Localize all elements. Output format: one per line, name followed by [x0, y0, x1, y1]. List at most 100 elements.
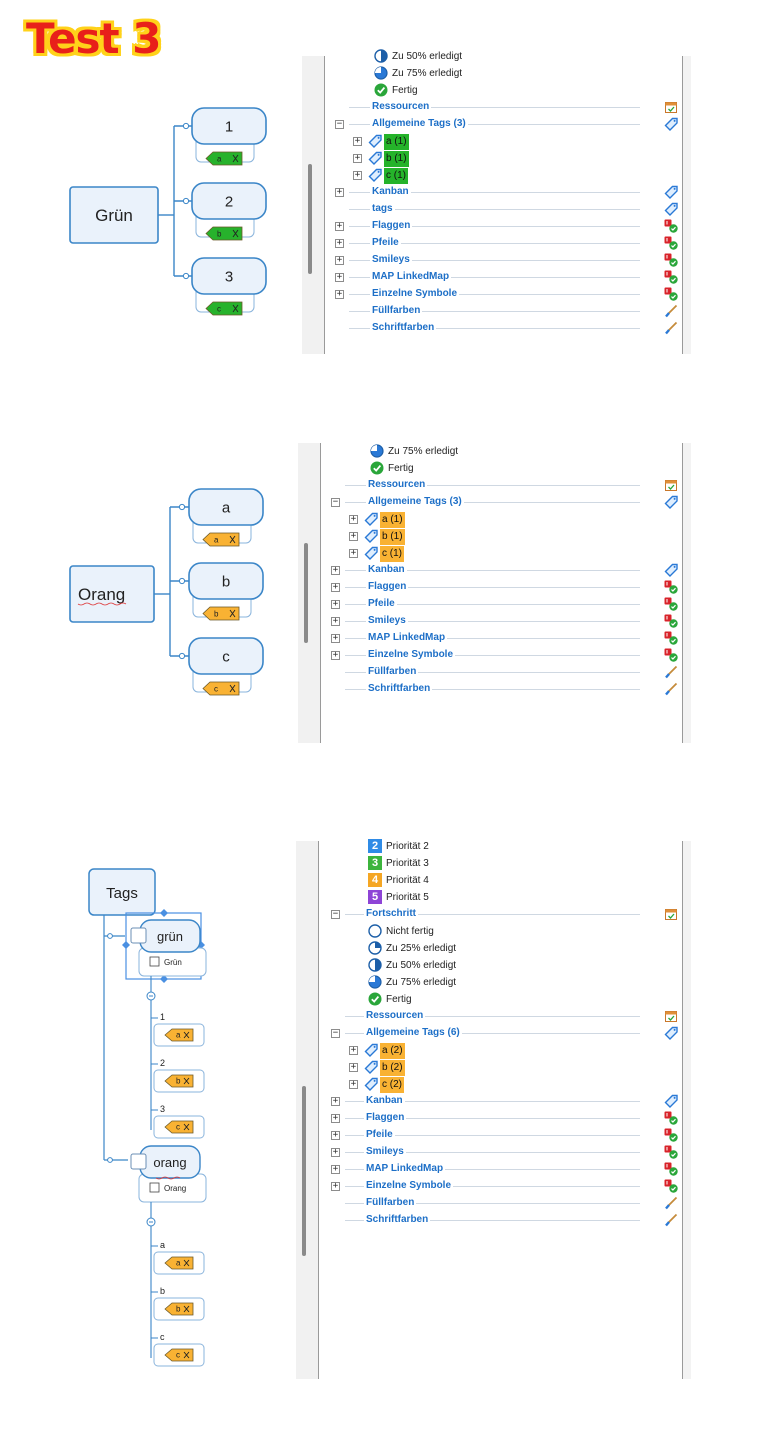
remove-tag-icon[interactable]	[229, 609, 236, 618]
expand-icon[interactable]: +	[331, 1164, 340, 1174]
resize-handle[interactable]	[122, 941, 130, 949]
child-node[interactable]: 2	[191, 182, 267, 220]
expand-icon[interactable]: +	[331, 1147, 340, 1157]
remove-tag-icon[interactable]	[229, 684, 236, 693]
expand-icon[interactable]: +	[331, 599, 340, 609]
symbol-item[interactable]: Zu 75% erledigt	[296, 974, 680, 991]
category-row[interactable]: +Kanban	[302, 184, 680, 201]
symbol-item[interactable]: Zu 25% erledigt	[296, 940, 680, 957]
category-row[interactable]: +Pfeile	[302, 235, 680, 252]
tag-chip[interactable]: b	[164, 1302, 194, 1316]
collapse-icon[interactable]: −	[331, 497, 340, 507]
category-row[interactable]: −Fortschritt	[296, 906, 680, 923]
symbol-item[interactable]: Fertig	[298, 460, 680, 477]
symbol-item[interactable]: Zu 50% erledigt	[302, 48, 680, 65]
remove-tag-icon[interactable]	[183, 1259, 190, 1267]
expand-icon[interactable]: +	[349, 548, 358, 558]
expand-icon[interactable]: +	[349, 1079, 358, 1089]
category-row[interactable]: +Einzelne Symbole	[298, 647, 680, 664]
collapse-icon[interactable]: −	[331, 1028, 340, 1038]
symbol-item[interactable]: Zu 75% erledigt	[302, 65, 680, 82]
tag-chip[interactable]: c	[205, 301, 243, 316]
symbol-item[interactable]: Nicht fertig	[296, 923, 680, 940]
remove-tag-icon[interactable]	[232, 304, 239, 313]
category-row[interactable]: +Smileys	[302, 252, 680, 269]
category-row[interactable]: +Einzelne Symbole	[296, 1178, 680, 1195]
expand-icon[interactable]: +	[331, 616, 340, 626]
child-node[interactable]: 1	[191, 107, 267, 145]
tag-chip[interactable]: a	[164, 1256, 194, 1270]
expand-icon[interactable]: +	[335, 221, 344, 231]
remove-tag-icon[interactable]	[183, 1077, 190, 1085]
tag-item[interactable]: +c (2)	[296, 1076, 680, 1093]
panel-scrollbar[interactable]	[302, 56, 325, 354]
collapse-handle[interactable]	[182, 197, 190, 205]
remove-tag-icon[interactable]	[183, 1031, 190, 1039]
tag-chip[interactable]: a	[205, 151, 243, 166]
root-node[interactable]: Tags	[88, 868, 156, 916]
collapse-icon[interactable]: −	[331, 909, 340, 919]
collapse-handle[interactable]	[178, 652, 186, 660]
collapse-handle[interactable]	[182, 122, 190, 130]
category-row[interactable]: Füllfarben	[302, 303, 680, 320]
expand-icon[interactable]: +	[331, 565, 340, 575]
category-row[interactable]: Ressourcen	[302, 99, 680, 116]
symbol-item[interactable]: Zu 50% erledigt	[296, 957, 680, 974]
tag-item[interactable]: +b (1)	[298, 528, 680, 545]
category-row[interactable]: +MAP LinkedMap	[296, 1161, 680, 1178]
expand-icon[interactable]: +	[331, 1181, 340, 1191]
expand-icon[interactable]: +	[353, 153, 362, 163]
remove-tag-icon[interactable]	[229, 535, 236, 544]
root-node[interactable]: Grün	[69, 186, 159, 244]
collapse-handle[interactable]	[178, 577, 186, 585]
expand-icon[interactable]: +	[331, 1113, 340, 1123]
category-row[interactable]: Ressourcen	[298, 477, 680, 494]
symbol-item[interactable]: Zu 75% erledigt	[298, 443, 680, 460]
remove-tag-icon[interactable]	[183, 1351, 190, 1359]
expand-icon[interactable]: +	[331, 633, 340, 643]
category-row[interactable]: −Allgemeine Tags (6)	[296, 1025, 680, 1042]
expand-icon[interactable]: +	[353, 136, 362, 146]
expand-icon[interactable]: +	[331, 1130, 340, 1140]
category-row[interactable]: +MAP LinkedMap	[298, 630, 680, 647]
tag-chip[interactable]: b	[205, 226, 243, 241]
category-row[interactable]: Ressourcen	[296, 1008, 680, 1025]
expand-icon[interactable]: +	[331, 1096, 340, 1106]
child-node[interactable]: c	[188, 637, 264, 675]
expand-icon[interactable]: +	[331, 650, 340, 660]
collapse-handle[interactable]	[178, 503, 186, 511]
category-row[interactable]: +Kanban	[298, 562, 680, 579]
remove-tag-icon[interactable]	[183, 1305, 190, 1313]
symbol-item[interactable]: Fertig	[296, 991, 680, 1008]
tag-item[interactable]: +c (1)	[298, 545, 680, 562]
category-row[interactable]: +Pfeile	[298, 596, 680, 613]
tag-chip[interactable]: c	[164, 1348, 194, 1362]
expand-icon[interactable]: +	[335, 272, 344, 282]
category-row[interactable]: Füllfarben	[298, 664, 680, 681]
tag-chip[interactable]: b	[202, 606, 240, 621]
scrollbar-thumb[interactable]	[308, 164, 312, 274]
tag-chip[interactable]: a	[164, 1028, 194, 1042]
category-row[interactable]: Schriftfarben	[302, 320, 680, 337]
collapse-handle[interactable]	[107, 1157, 113, 1163]
category-row[interactable]: +Smileys	[296, 1144, 680, 1161]
category-row[interactable]: +Pfeile	[296, 1127, 680, 1144]
expand-icon[interactable]: +	[335, 187, 344, 197]
tag-item[interactable]: +a (1)	[298, 511, 680, 528]
scrollbar-thumb[interactable]	[302, 1086, 306, 1256]
collapse-icon[interactable]: −	[335, 119, 344, 129]
panel-scrollbar[interactable]	[296, 841, 319, 1379]
child-node[interactable]: 3	[191, 257, 267, 295]
panel-scrollbar[interactable]	[298, 443, 321, 743]
category-row[interactable]: +MAP LinkedMap	[302, 269, 680, 286]
remove-tag-icon[interactable]	[232, 154, 239, 163]
tag-item[interactable]: +a (2)	[296, 1042, 680, 1059]
remove-tag-icon[interactable]	[183, 1123, 190, 1131]
expand-icon[interactable]: +	[335, 255, 344, 265]
expand-icon[interactable]: +	[349, 1045, 358, 1055]
